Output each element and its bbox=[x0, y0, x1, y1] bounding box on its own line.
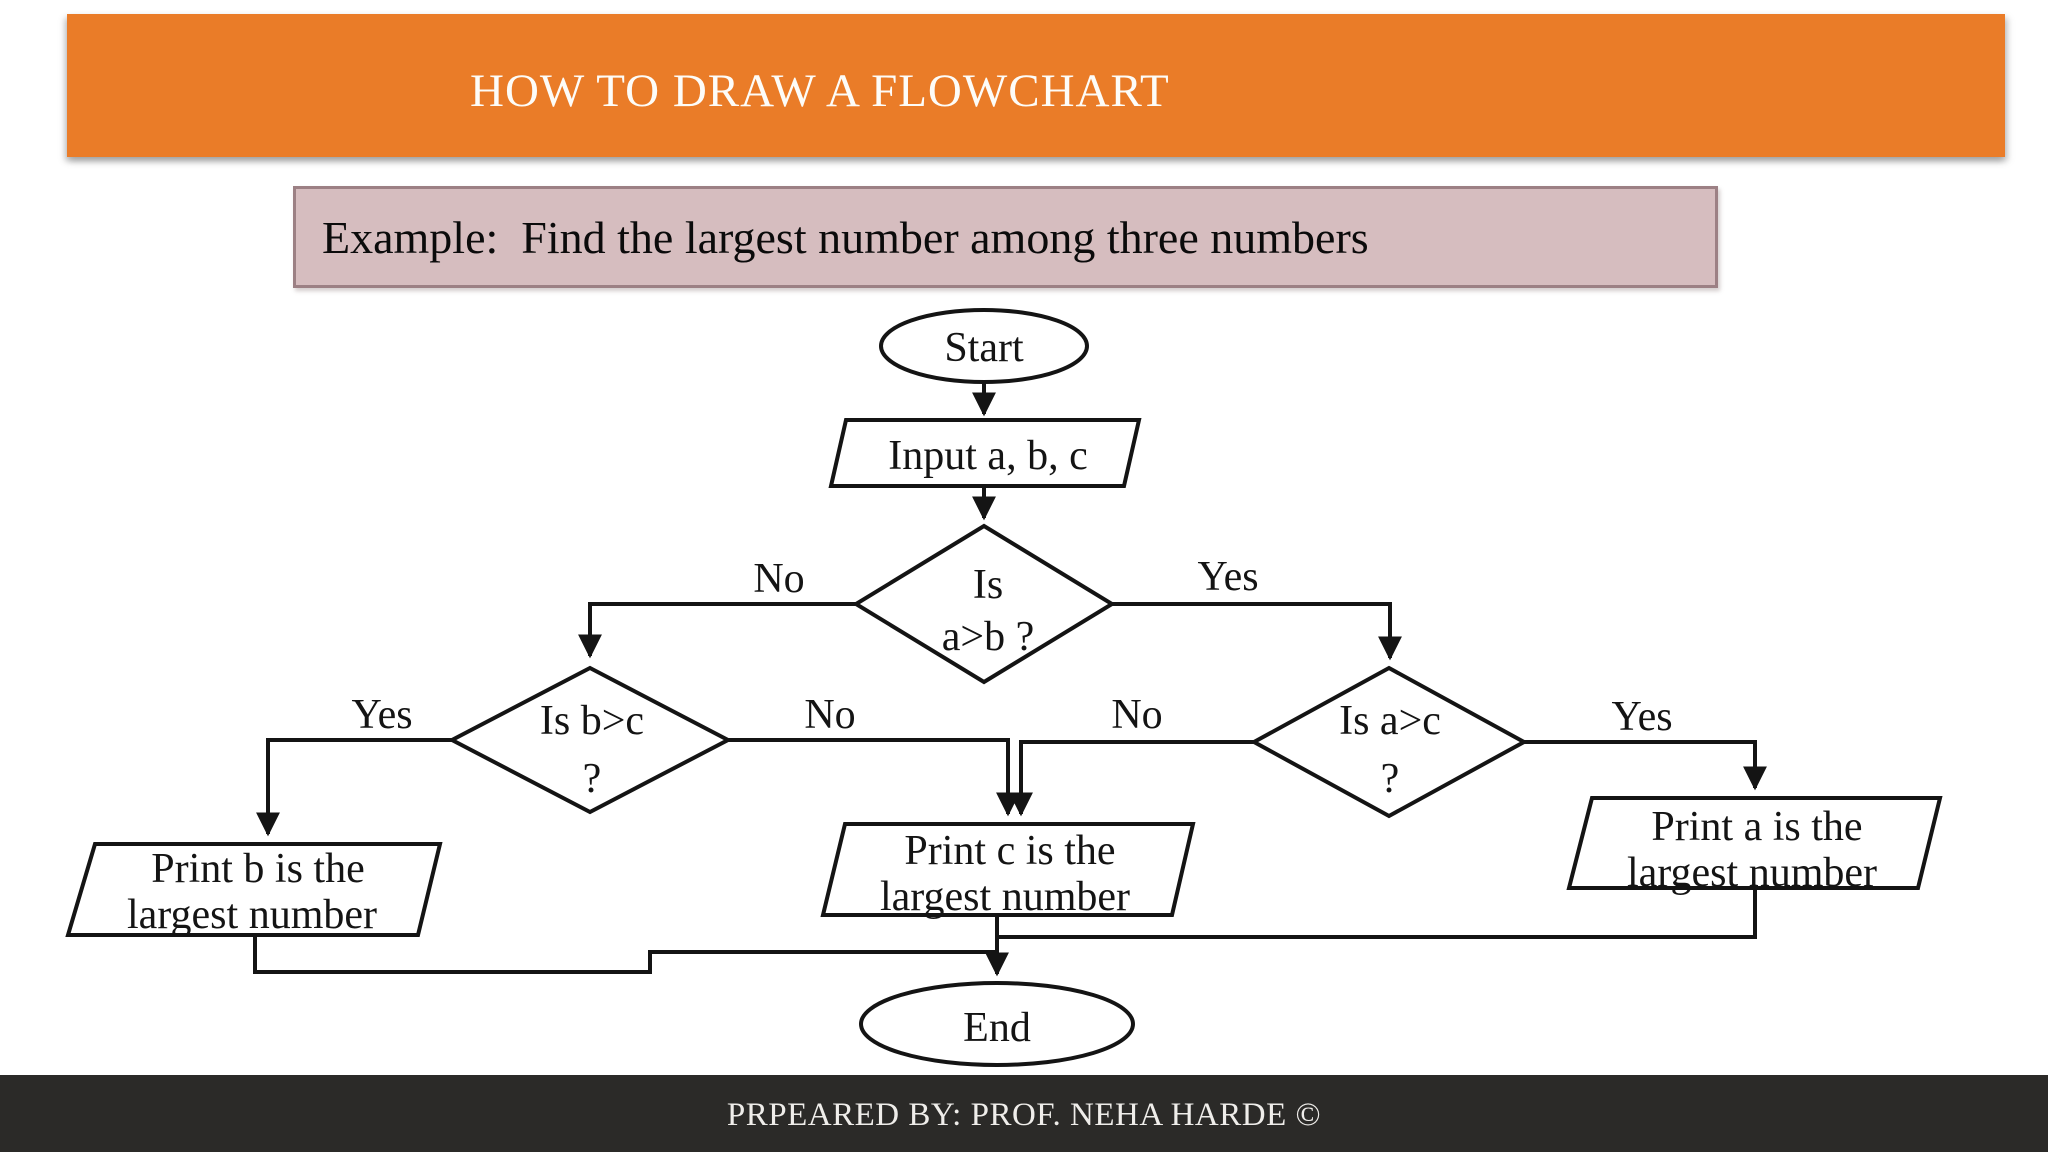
print-c-line2: largest number bbox=[880, 874, 1130, 920]
input-parallelogram-shape bbox=[828, 418, 1142, 488]
print-a-parallelogram-shape bbox=[1566, 796, 1943, 890]
branch-label-yes-b-gt-c: Yes bbox=[351, 692, 412, 738]
connector-no-to-decision-b-gt-c bbox=[578, 602, 858, 659]
print-c-parallelogram-shape bbox=[820, 822, 1196, 917]
decision-a-gt-c-line1: Is a>c bbox=[1339, 698, 1441, 744]
start-label: Start bbox=[944, 325, 1024, 371]
decision-a-gt-b-line2: a>b ? bbox=[942, 614, 1034, 660]
footer-bar: PRPEARED BY: PROF. NEHA HARDE © bbox=[0, 1075, 2048, 1152]
footer-credit: PRPEARED BY: PROF. NEHA HARDE © bbox=[726, 1097, 1322, 1133]
connector-print-a-merge bbox=[997, 888, 1757, 939]
decision-b-gt-c-shape bbox=[447, 665, 733, 815]
print-a-line1: Print a is the bbox=[1651, 804, 1862, 850]
input-label: Input a, b, c bbox=[888, 433, 1087, 479]
connectors bbox=[253, 382, 1767, 977]
print-b-parallelogram-shape bbox=[65, 842, 443, 937]
decision-b-gt-c-line2: ? bbox=[583, 756, 602, 802]
slide-title: HOW TO DRAW A FLOWCHART bbox=[470, 64, 1170, 117]
print-b-line1: Print b is the bbox=[151, 846, 365, 892]
branch-label-yes-a-gt-b: Yes bbox=[1197, 554, 1258, 600]
connector-no-to-print-c-left bbox=[726, 738, 1020, 817]
example-text: Example: Find the largest number among t… bbox=[322, 211, 1369, 263]
branch-label-no-a-gt-c: No bbox=[1111, 692, 1162, 738]
connector-yes-to-decision-a-gt-c bbox=[1110, 602, 1402, 661]
start-terminator-shape bbox=[879, 308, 1089, 384]
branch-label-no-b-gt-c: No bbox=[804, 692, 855, 738]
connector-yes-to-print-b bbox=[256, 738, 454, 837]
decision-a-gt-c-line2: ? bbox=[1381, 756, 1400, 802]
decision-b-gt-c-line1: Is b>c bbox=[540, 698, 644, 744]
decision-a-gt-c-shape bbox=[1249, 665, 1529, 819]
shapes bbox=[65, 308, 1943, 1067]
print-a-line2: largest number bbox=[1627, 850, 1877, 896]
print-b-line2: largest number bbox=[127, 892, 377, 938]
end-terminator-shape bbox=[859, 981, 1135, 1067]
end-label: End bbox=[963, 1005, 1031, 1051]
branch-label-yes-a-gt-c: Yes bbox=[1611, 694, 1672, 740]
branch-label-no-a-gt-b: No bbox=[753, 556, 804, 602]
print-c-line1: Print c is the bbox=[904, 828, 1115, 874]
decision-a-gt-b-line1: Is bbox=[973, 562, 1003, 608]
connector-no-to-print-c-right bbox=[1009, 740, 1256, 817]
example-box: Example: Find the largest number among t… bbox=[293, 186, 1718, 288]
node-labels: Start Input a, b, c Is a>b ? Is b>c ? Is… bbox=[127, 325, 1877, 1051]
decision-a-gt-b-shape bbox=[852, 523, 1116, 685]
branch-labels: No Yes Yes No No Yes bbox=[351, 554, 1672, 740]
connector-yes-to-print-a bbox=[1522, 740, 1767, 791]
title-banner: HOW TO DRAW A FLOWCHART bbox=[67, 14, 2005, 157]
connector-print-b-merge bbox=[253, 935, 997, 974]
